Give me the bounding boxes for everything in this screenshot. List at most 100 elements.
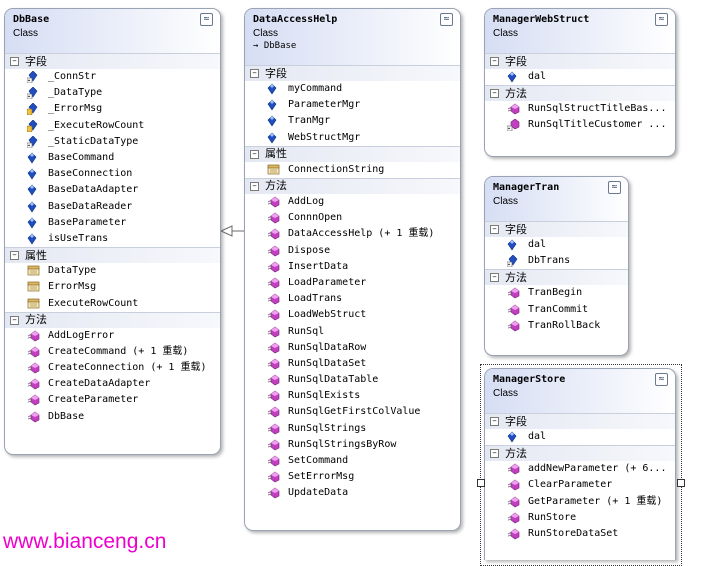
member-row-createcommand-1[interactable]: CreateCommand (+ 1 重载): [5, 344, 220, 360]
section-header-fields[interactable]: −字段: [485, 221, 628, 237]
member-row-insertdata[interactable]: InsertData: [245, 259, 460, 275]
member-row-runsqldatarow[interactable]: RunSqlDataRow: [245, 340, 460, 356]
section-toggle-icon[interactable]: −: [490, 449, 499, 459]
section-header-methods[interactable]: −方法: [5, 311, 220, 328]
member-row-connnopen[interactable]: ConnnOpen: [245, 210, 460, 226]
collapse-toggle-icon[interactable]: ≈: [200, 13, 213, 26]
section-toggle-icon[interactable]: −: [490, 225, 499, 234]
class-box-dbbase[interactable]: DbBase Class ≈ −字段_ConnStr_DataType_Erro…: [4, 8, 221, 455]
section-header-methods[interactable]: −方法: [485, 445, 675, 462]
member-row-runsql[interactable]: RunSql: [245, 323, 460, 339]
member-row-runsqlstringsbyrow[interactable]: RunSqlStringsByRow: [245, 437, 460, 453]
member-row-trancommit[interactable]: TranCommit: [485, 302, 628, 318]
member-row-runstoredataset[interactable]: RunStoreDataSet: [485, 526, 675, 542]
section-toggle-icon[interactable]: −: [490, 89, 499, 99]
member-row-createconnection-1[interactable]: CreateConnection (+ 1 重载): [5, 360, 220, 376]
section-toggle-icon[interactable]: −: [10, 315, 19, 325]
section-toggle-icon[interactable]: −: [250, 149, 259, 159]
member-row-executerowcount[interactable]: ExecuteRowCount: [5, 295, 220, 311]
member-row-runsqltitlecustomer[interactable]: RunSqlTitleCustomer ...: [485, 117, 675, 133]
member-row-runsqlgetfirstcolvalue[interactable]: RunSqlGetFirstColValue: [245, 404, 460, 420]
member-row-tranmgr[interactable]: TranMgr: [245, 113, 460, 129]
section-toggle-icon[interactable]: −: [490, 273, 499, 283]
resize-handle-right[interactable]: [677, 479, 685, 487]
section-header-methods[interactable]: −方法: [485, 269, 628, 286]
member-row-createparameter[interactable]: CreateParameter: [5, 392, 220, 408]
member-row-loadtrans[interactable]: LoadTrans: [245, 291, 460, 307]
member-row-clearparameter[interactable]: ClearParameter: [485, 477, 675, 493]
member-row-setcommand[interactable]: SetCommand: [245, 453, 460, 469]
member-row-runstore[interactable]: RunStore: [485, 510, 675, 526]
section-header-fields[interactable]: −字段: [245, 65, 460, 81]
class-header[interactable]: ManagerTran Class ≈: [485, 177, 628, 221]
member-row-tranbegin[interactable]: TranBegin: [485, 285, 628, 301]
member-row-dispose[interactable]: Dispose: [245, 243, 460, 259]
section-header-methods[interactable]: −方法: [245, 177, 460, 194]
section-header-properties[interactable]: −属性: [245, 145, 460, 162]
member-row-webstructmgr[interactable]: WebStructMgr: [245, 130, 460, 146]
member-row-baseparameter[interactable]: BaseParameter: [5, 215, 220, 231]
member-row-dbtrans[interactable]: DbTrans: [485, 253, 628, 269]
member-row-dal[interactable]: dal: [485, 237, 628, 253]
member-row-dbbase[interactable]: DbBase: [5, 409, 220, 425]
member-row-parametermgr[interactable]: ParameterMgr: [245, 97, 460, 113]
section-header-properties[interactable]: −属性: [5, 247, 220, 264]
member-row-runsqlstructtitlebas[interactable]: RunSqlStructTitleBas...: [485, 101, 675, 117]
section-toggle-icon[interactable]: −: [490, 57, 499, 66]
member-row-basedatareader[interactable]: BaseDataReader: [5, 199, 220, 215]
member-row-runsqldataset[interactable]: RunSqlDataSet: [245, 356, 460, 372]
section-toggle-icon[interactable]: −: [250, 181, 259, 191]
collapse-toggle-icon[interactable]: ≈: [655, 13, 668, 26]
resize-handle-left[interactable]: [477, 479, 485, 487]
member-row-connectionstring[interactable]: ConnectionString: [245, 162, 460, 178]
member-row-seterrormsg[interactable]: SetErrorMsg: [245, 469, 460, 485]
class-header[interactable]: DataAccessHelp Class → DbBase ≈: [245, 9, 460, 65]
member-row-baseconnection[interactable]: BaseConnection: [5, 166, 220, 182]
collapse-toggle-icon[interactable]: ≈: [440, 13, 453, 26]
section-title: 方法: [265, 179, 287, 193]
member-row-addlogerror[interactable]: AddLogError: [5, 328, 220, 344]
section-toggle-icon[interactable]: −: [10, 251, 19, 261]
member-row-mycommand[interactable]: myCommand: [245, 81, 460, 97]
member-row-executerowcount[interactable]: _ExecuteRowCount: [5, 118, 220, 134]
class-header[interactable]: ManagerWebStruct Class ≈: [485, 9, 675, 53]
member-row-basedataadapter[interactable]: BaseDataAdapter: [5, 182, 220, 198]
section-header-fields[interactable]: −字段: [5, 53, 220, 69]
member-row-datatype[interactable]: DataType: [5, 263, 220, 279]
class-header[interactable]: ManagerStore Class ≈: [485, 369, 675, 413]
member-row-errormsg[interactable]: _ErrorMsg: [5, 101, 220, 117]
member-row-loadwebstruct[interactable]: LoadWebStruct: [245, 307, 460, 323]
member-row-basecommand[interactable]: BaseCommand: [5, 150, 220, 166]
collapse-toggle-icon[interactable]: ≈: [608, 181, 621, 194]
member-row-runsqlexists[interactable]: RunSqlExists: [245, 388, 460, 404]
member-row-addnewparameter-6[interactable]: addNewParameter (+ 6...: [485, 461, 675, 477]
section-header-fields[interactable]: −字段: [485, 53, 675, 69]
member-row-staticdatatype[interactable]: _StaticDataType: [5, 134, 220, 150]
section-header-fields[interactable]: −字段: [485, 413, 675, 429]
member-row-loadparameter[interactable]: LoadParameter: [245, 275, 460, 291]
member-row-errormsg[interactable]: ErrorMsg: [5, 279, 220, 295]
member-row-createdataadapter[interactable]: CreateDataAdapter: [5, 376, 220, 392]
member-row-dataaccesshelp-1[interactable]: DataAccessHelp (+ 1 重载): [245, 226, 460, 242]
member-row-updatedata[interactable]: UpdateData: [245, 485, 460, 501]
member-row-addlog[interactable]: AddLog: [245, 194, 460, 210]
member-row-connstr[interactable]: _ConnStr: [5, 69, 220, 85]
section-header-methods[interactable]: −方法: [485, 85, 675, 102]
member-row-runsqlstrings[interactable]: RunSqlStrings: [245, 421, 460, 437]
section-toggle-icon[interactable]: −: [250, 69, 259, 78]
member-row-dal[interactable]: dal: [485, 429, 675, 445]
member-row-runsqldatatable[interactable]: RunSqlDataTable: [245, 372, 460, 388]
member-row-getparameter-1[interactable]: GetParameter (+ 1 重载): [485, 494, 675, 510]
section-toggle-icon[interactable]: −: [10, 57, 19, 66]
member-row-isusetrans[interactable]: isUseTrans: [5, 231, 220, 247]
member-row-dal[interactable]: dal: [485, 69, 675, 85]
class-header[interactable]: DbBase Class ≈: [5, 9, 220, 53]
collapse-toggle-icon[interactable]: ≈: [655, 373, 668, 386]
section-toggle-icon[interactable]: −: [490, 417, 499, 426]
member-row-tranrollback[interactable]: TranRollBack: [485, 318, 628, 334]
member-row-datatype[interactable]: _DataType: [5, 85, 220, 101]
